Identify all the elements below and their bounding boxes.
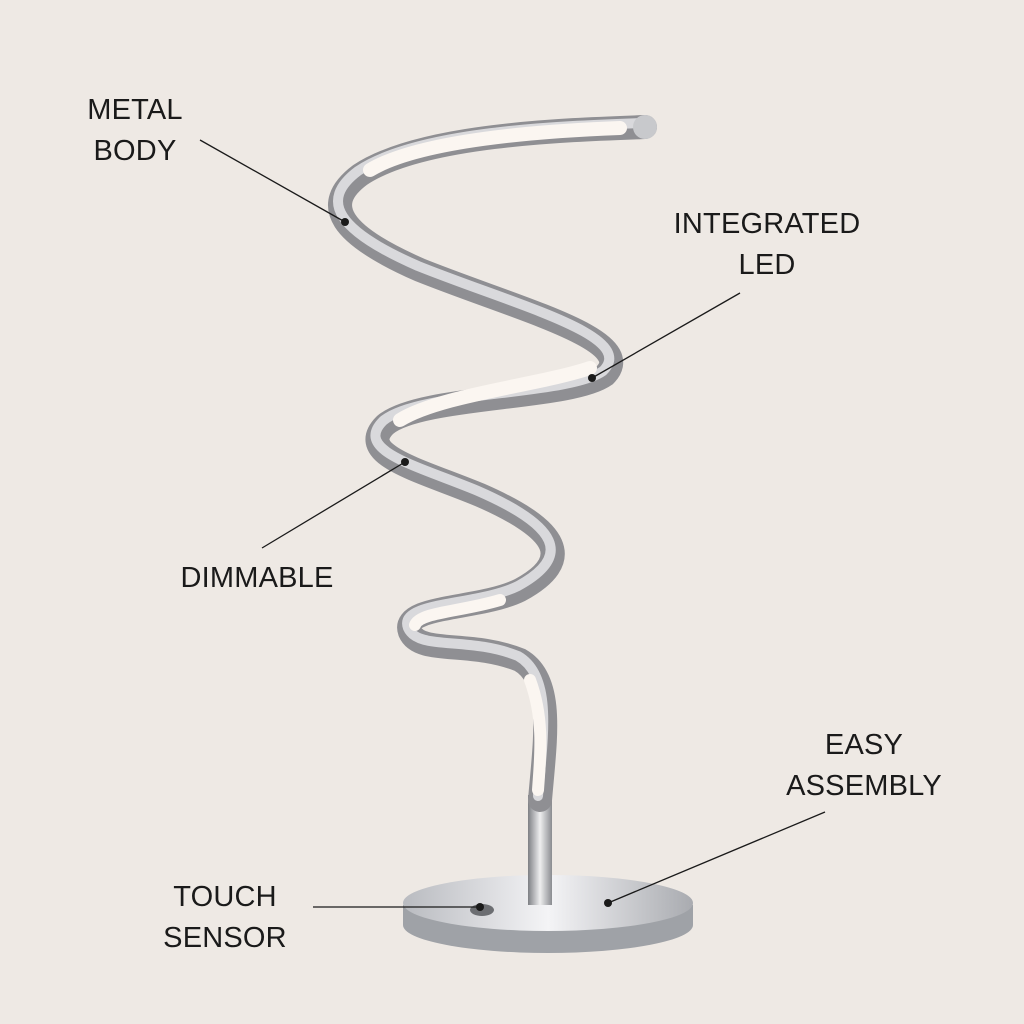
- callout-metal-body: METAL BODY: [60, 90, 210, 172]
- callout-text: SENSOR: [163, 922, 287, 954]
- leader-line-dimmable: [261, 461, 406, 549]
- callout-easy-assembly: EASY ASSEMBLY: [764, 725, 964, 807]
- callout-touch-sensor: TOUCH SENSOR: [135, 877, 315, 959]
- callout-text: DIMMABLE: [180, 562, 334, 594]
- callout-dimmable: DIMMABLE: [157, 558, 357, 599]
- callout-text: TOUCH: [173, 881, 277, 913]
- callout-text: LED: [738, 249, 796, 281]
- leader-line-easy-assembly: [607, 811, 826, 904]
- lamp-stem: [528, 795, 552, 905]
- callout-text: INTEGRATED: [673, 208, 861, 240]
- callout-text: METAL: [87, 94, 183, 126]
- leader-line-metal-body: [199, 139, 346, 223]
- callout-text: ASSEMBLY: [786, 770, 942, 802]
- callout-text: BODY: [93, 135, 177, 167]
- leader-line-integrated-led: [591, 292, 741, 379]
- spiral-body: [328, 115, 657, 812]
- callout-text: EASY: [824, 729, 904, 761]
- callout-integrated-led: INTEGRATED LED: [647, 204, 887, 286]
